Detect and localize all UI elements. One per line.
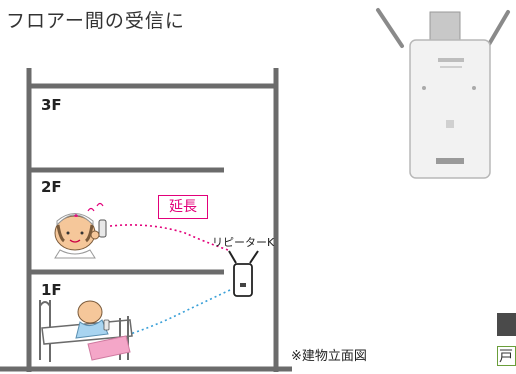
repeater-product-photo — [376, 8, 510, 179]
extend-badge: 延長 — [158, 195, 208, 219]
signal-path-lower — [117, 289, 231, 339]
floor-label-1f: 1F — [41, 281, 62, 299]
corner-cut-text: 戸 — [497, 346, 516, 366]
corner-dark-block — [497, 313, 516, 336]
music-notes-icon — [87, 202, 104, 212]
page-title: フロアー間の受信に — [6, 10, 185, 32]
signal-path-upper — [109, 224, 229, 251]
patient-bed-illustration — [39, 300, 133, 362]
floor-label-2f: 2F — [41, 178, 62, 196]
handset-icon — [98, 219, 107, 238]
repeater-label: リピーターK — [212, 236, 275, 249]
elevation-note: ※建物立面図 — [291, 349, 367, 364]
building-structure — [0, 68, 292, 372]
floor-label-3f: 3F — [41, 96, 62, 114]
nurse-illustration — [54, 202, 107, 259]
repeater-device — [228, 250, 259, 297]
